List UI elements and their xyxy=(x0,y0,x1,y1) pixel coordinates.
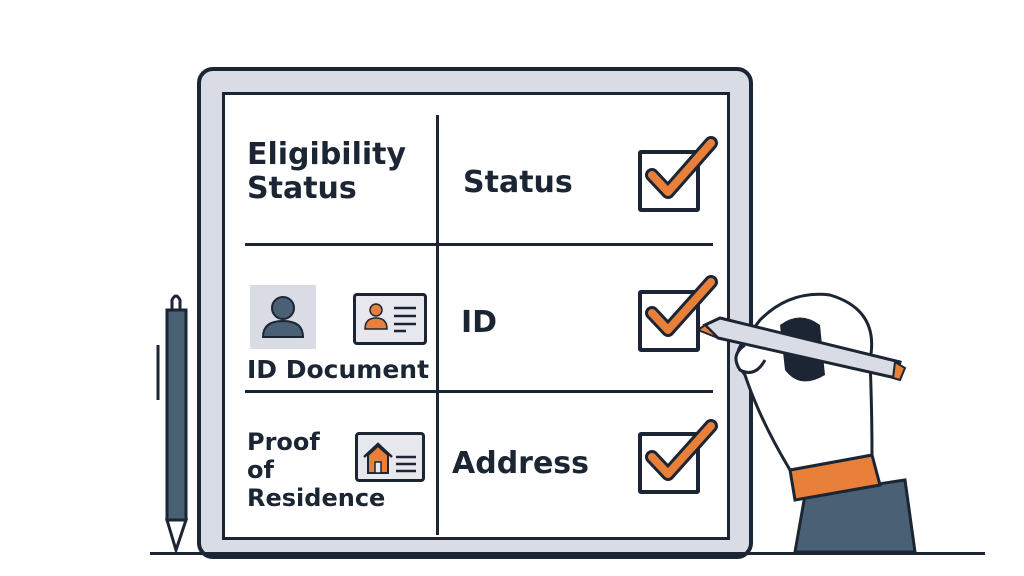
id-value: ID xyxy=(461,305,498,340)
person-icon xyxy=(261,296,305,338)
column-divider xyxy=(436,115,439,535)
eligibility-status-label: Eligibility Status xyxy=(247,138,406,206)
address-value: Address xyxy=(452,446,590,481)
label-line: Residence xyxy=(247,484,386,512)
ground-line xyxy=(150,552,985,555)
address-checkbox[interactable] xyxy=(638,432,700,494)
label-line: Eligibility xyxy=(247,137,407,172)
label-line: Proof xyxy=(247,428,320,456)
label-line: Status xyxy=(247,171,357,206)
proof-of-residence-label: Proof of Residence xyxy=(247,428,385,512)
row-divider xyxy=(245,390,713,393)
label-line: of xyxy=(247,456,274,484)
row-divider xyxy=(245,243,713,246)
id-card-icon xyxy=(353,293,427,345)
photo-placeholder xyxy=(250,285,316,349)
address-card-icon xyxy=(355,432,425,482)
id-document-label: ID Document xyxy=(247,355,430,384)
status-value: Status xyxy=(463,165,573,200)
stylus-pen-icon xyxy=(156,294,189,555)
status-checkbox[interactable] xyxy=(638,150,700,212)
id-checkbox[interactable] xyxy=(638,290,700,352)
house-icon xyxy=(363,442,416,474)
